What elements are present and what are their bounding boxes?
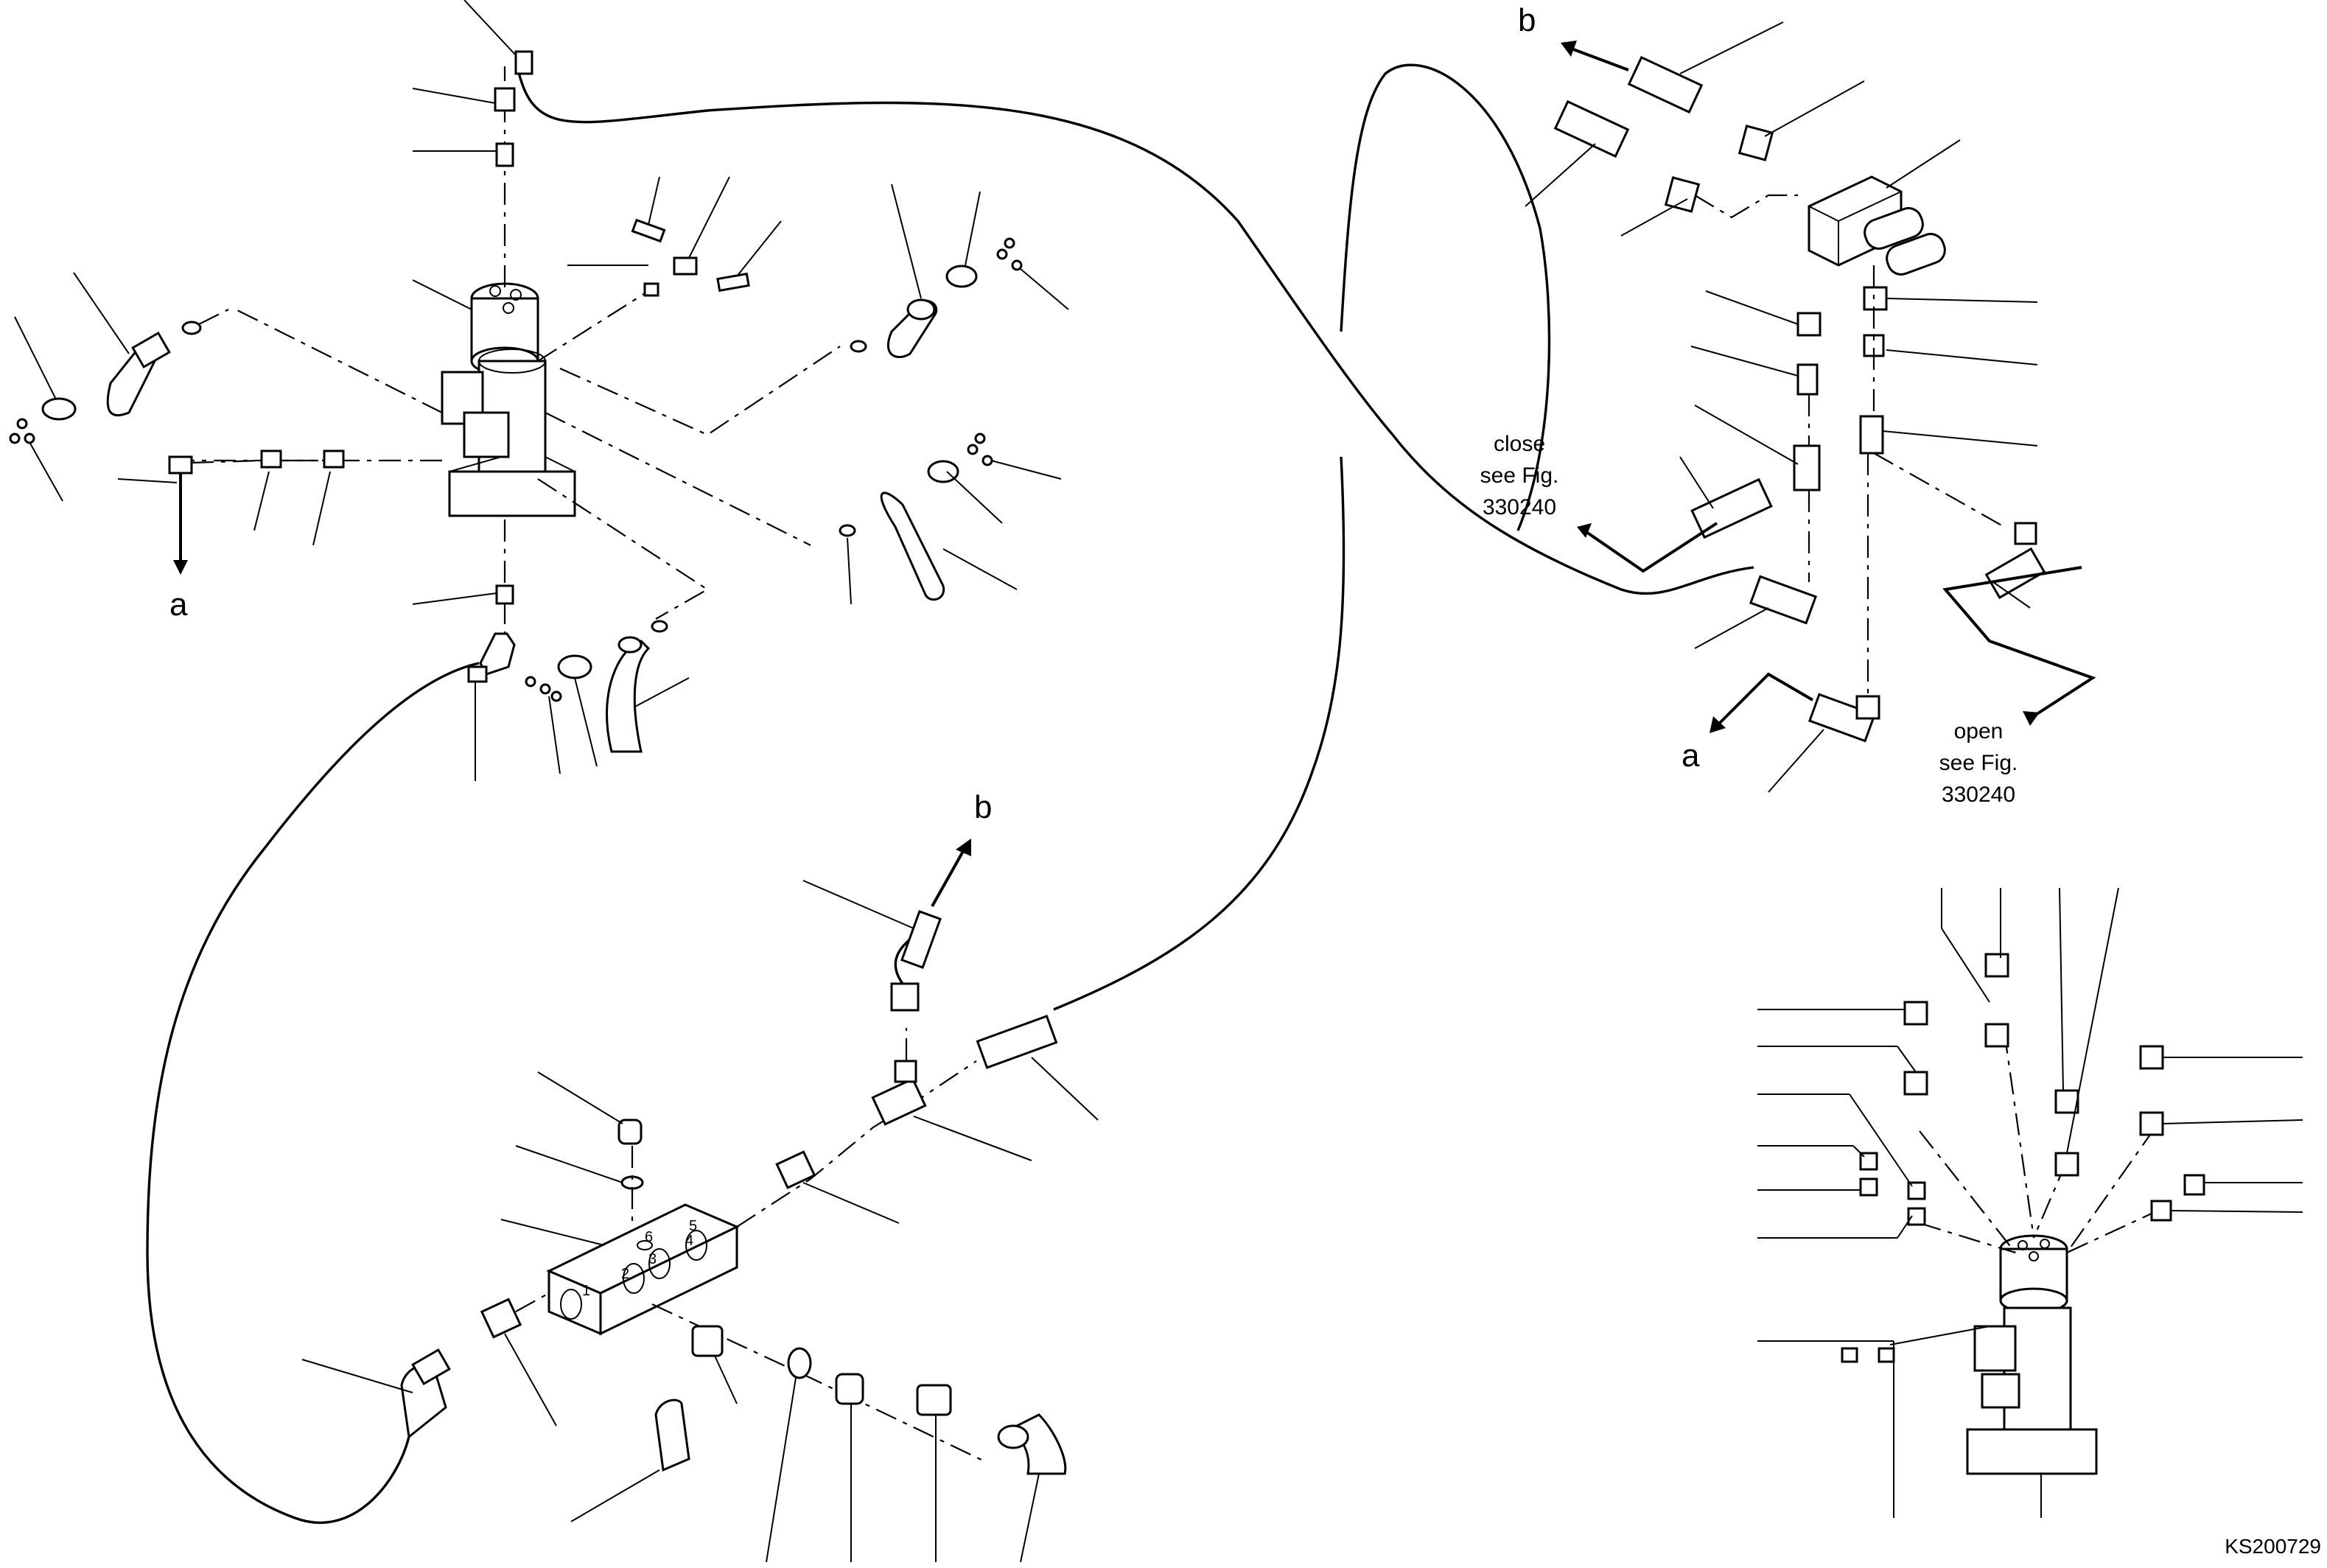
- port-number-5: 5: [689, 1218, 697, 1234]
- open-fig-number: 330240: [1942, 783, 2015, 807]
- port-number-2: 2: [621, 1266, 629, 1282]
- close-fig-number: 330240: [1483, 495, 1556, 519]
- top-fittings: [463, 0, 533, 167]
- close-hose: [1577, 456, 1773, 573]
- rotary-joint-main: [441, 282, 576, 517]
- left-flange-hose: [9, 272, 229, 502]
- open-see-fig: see Fig.: [1939, 751, 2018, 775]
- tee-fitting-center: [871, 1060, 927, 1126]
- elbow-lower-left: [1694, 575, 1818, 649]
- elbow-to-a: [1710, 672, 1880, 793]
- manifold-block: [546, 1203, 740, 1336]
- label-b-center: b: [974, 789, 992, 825]
- port-number-1: 1: [582, 1283, 590, 1299]
- port-number-3: 3: [648, 1251, 657, 1267]
- close-reference: close see Fig. 330240: [1480, 432, 1559, 519]
- open-reference: open see Fig. 330240: [1939, 719, 2018, 807]
- valve-block: [1808, 139, 1961, 276]
- lower-block-fittings: [570, 1325, 1067, 1563]
- top-right-loop-hose: [1340, 63, 1551, 531]
- left-elbow-block: [301, 1292, 557, 1439]
- straight-hose-center: [976, 1015, 1099, 1121]
- open-elbow: [1984, 522, 2046, 609]
- lower-right-assembly: [1757, 887, 2303, 1518]
- upper-long-hose: [514, 58, 1754, 595]
- port-number-4: 4: [685, 1233, 693, 1249]
- open-label: open: [1954, 719, 2004, 743]
- left-loop-hose: [146, 662, 480, 1525]
- leader-lines-lower-right: [1757, 887, 2303, 1239]
- label-a-right: a: [1682, 738, 1700, 774]
- center-manifold-assembly: 1 2 3 4 5 6: [301, 839, 1099, 1563]
- label-a-left: a: [169, 587, 188, 623]
- close-see-fig: see Fig.: [1480, 463, 1559, 488]
- hose-to-b-center: [802, 839, 971, 1012]
- a-fittings-left: [117, 449, 345, 575]
- right-flange-hose-1: [850, 183, 1069, 359]
- close-label: close: [1494, 432, 1545, 456]
- label-b-top-right: b: [1518, 2, 1536, 38]
- center-right-hose: [1053, 456, 1346, 1011]
- leader-lines-upper-left: [412, 88, 648, 781]
- right-flange-hose-2: [839, 433, 1062, 605]
- cross-fitting-top: [631, 176, 782, 297]
- rotary-joint-right: [1966, 1234, 2098, 1475]
- port-number-6: 6: [645, 1229, 653, 1245]
- lower-flange-hose: [525, 620, 690, 774]
- hose-routes: [146, 58, 1754, 1525]
- upper-left-assembly: [9, 0, 1069, 781]
- drawing-code: KS200729: [2225, 1535, 2321, 1558]
- right-fittings: [1859, 953, 2205, 1226]
- top-right-valve-assembly: [1525, 21, 2096, 793]
